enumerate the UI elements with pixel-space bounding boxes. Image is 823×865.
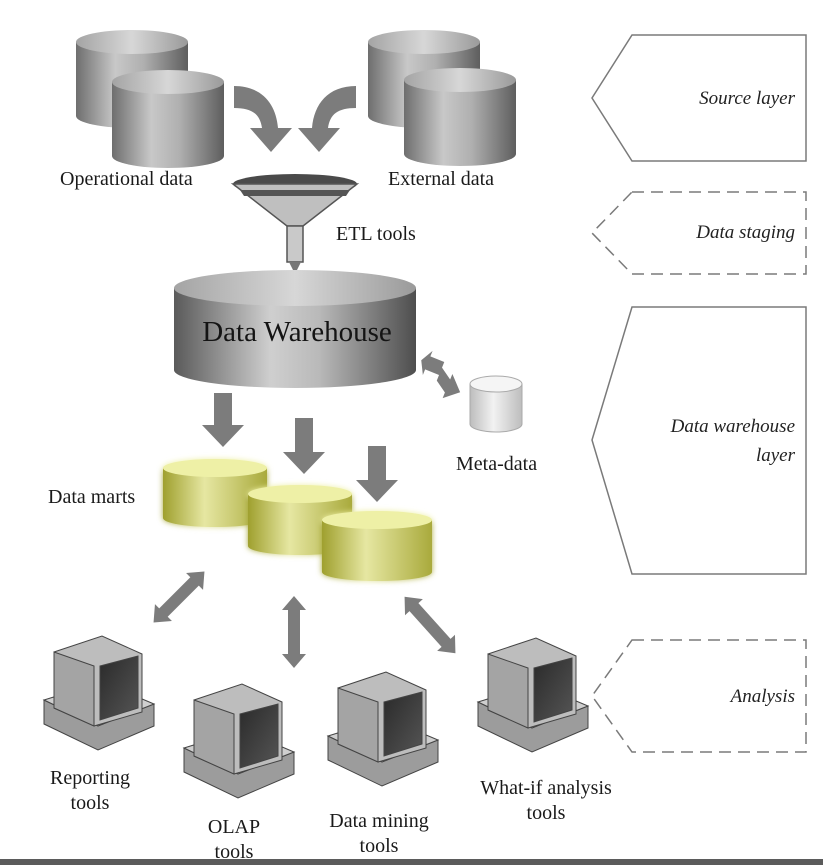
data-mining-tools-computer-icon bbox=[326, 671, 440, 787]
external-data-label: External data bbox=[388, 168, 495, 190]
operational-data-cylinders-icon bbox=[76, 30, 224, 168]
whatif-tools-label-line2: tools bbox=[526, 802, 566, 824]
source-to-etl-arrow-right bbox=[298, 86, 356, 152]
olap-tools-computer-icon bbox=[182, 683, 296, 799]
mart-whatif-double-arrow bbox=[404, 596, 456, 654]
bottom-edge-bar bbox=[0, 859, 823, 865]
data-staging-label: Data staging bbox=[696, 222, 795, 243]
metadata-cylinder-icon bbox=[469, 375, 523, 433]
analysis-layer-label: Analysis bbox=[730, 686, 795, 707]
layer-panel-analysis bbox=[591, 639, 807, 753]
etl-funnel-icon bbox=[230, 174, 360, 298]
layer-panel-warehouse bbox=[591, 306, 807, 575]
whatif-tools-label-line1: What-if analysis bbox=[480, 777, 612, 799]
metadata-label: Meta-data bbox=[456, 453, 538, 475]
layer-panel-source bbox=[591, 34, 807, 162]
reporting-tools-computer-icon bbox=[42, 635, 156, 751]
whatif-analysis-tools-computer-icon bbox=[476, 637, 590, 753]
data-warehouse-title: Data Warehouse bbox=[202, 316, 392, 348]
reporting-tools-label-line2: tools bbox=[70, 792, 110, 814]
warehouse-layer-label-line2: layer bbox=[755, 445, 795, 466]
etl-tools-label: ETL tools bbox=[336, 223, 416, 245]
olap-tools-label-line1: OLAP bbox=[207, 816, 261, 838]
source-layer-label: Source layer bbox=[699, 88, 795, 109]
operational-data-label: Operational data bbox=[60, 168, 193, 190]
data-mart-cylinder-3 bbox=[322, 511, 432, 581]
external-data-cylinders-icon bbox=[368, 30, 516, 166]
data-mining-tools-label-line2: tools bbox=[359, 835, 399, 857]
warehouse-layer-label-line1: Data warehouse bbox=[670, 416, 795, 437]
data-warehouse-cylinder-icon bbox=[174, 270, 416, 388]
reporting-tools-label-line1: Reporting bbox=[50, 767, 130, 789]
warehouse-to-mart-arrow-1 bbox=[202, 393, 244, 447]
olap-tools-label-line2: tools bbox=[214, 841, 254, 863]
warehouse-metadata-double-arrow bbox=[421, 350, 461, 399]
source-to-etl-arrow-left bbox=[234, 86, 292, 152]
warehouse-to-mart-arrow-2 bbox=[283, 418, 325, 474]
data-mining-tools-label-line1: Data mining bbox=[329, 810, 429, 832]
data-mart-cylinder-1 bbox=[163, 459, 267, 527]
warehouse-to-mart-arrow-3 bbox=[356, 446, 398, 502]
layer-panel-staging bbox=[590, 191, 807, 275]
data-marts-label: Data marts bbox=[48, 486, 136, 508]
mart-reporting-double-arrow bbox=[153, 571, 205, 623]
mart-olap-double-arrow bbox=[282, 596, 306, 668]
